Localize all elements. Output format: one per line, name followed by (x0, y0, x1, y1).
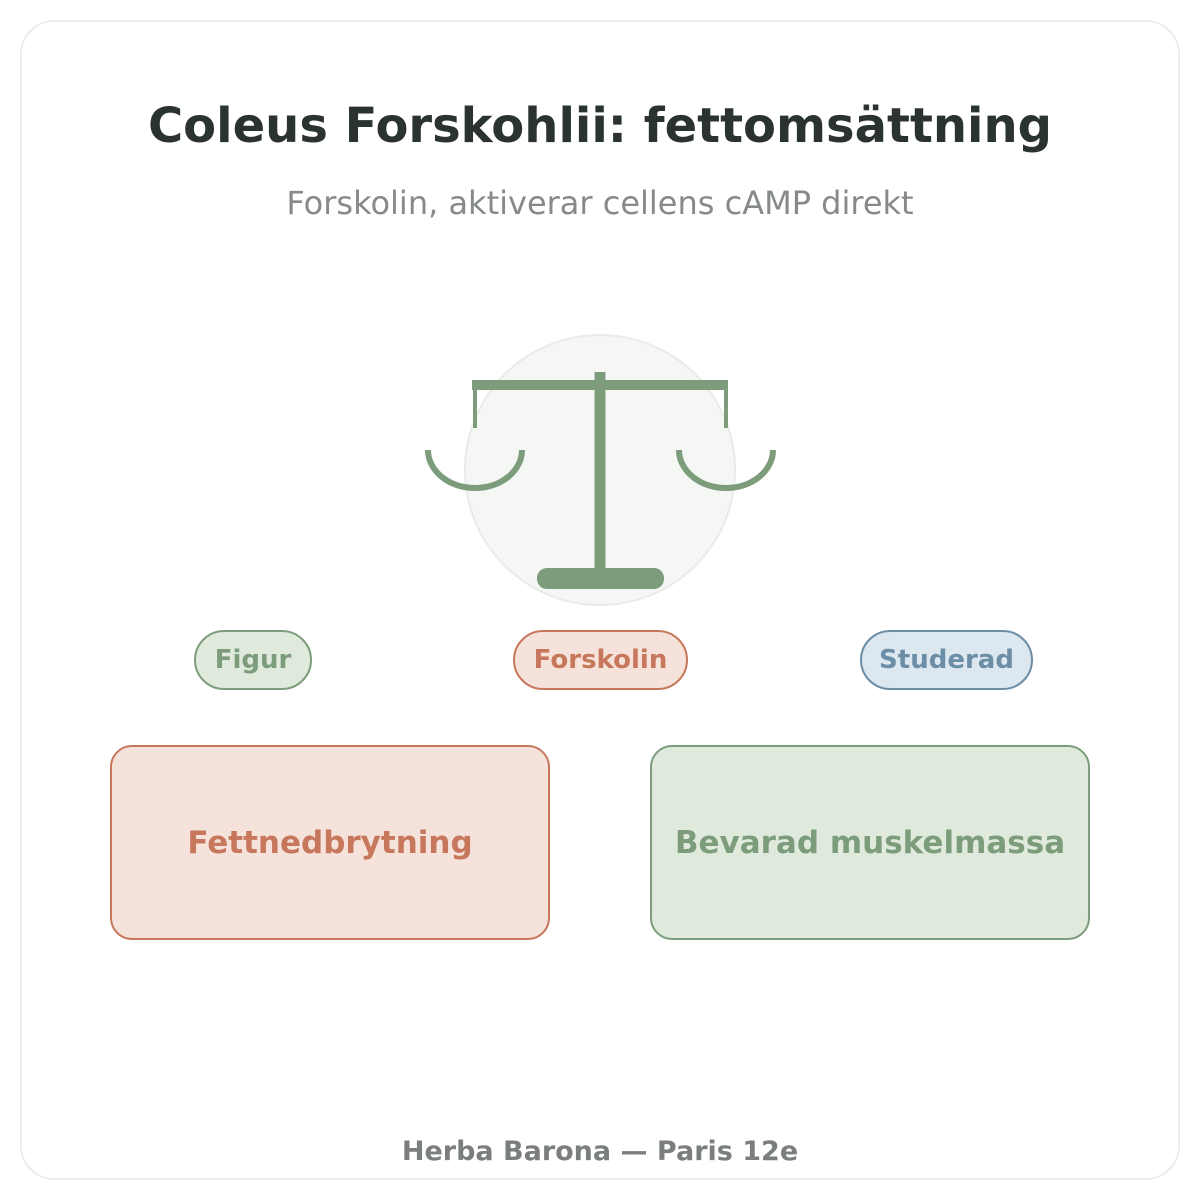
footer-brand: Herba Barona — Paris 12e (401, 1136, 799, 1167)
tag-studerad: Studerad (860, 630, 1033, 690)
benefit-box-fat-breakdown: Fettnedbrytning (110, 745, 550, 940)
page-subtitle: Forskolin, aktiverar cellens cAMP direkt (286, 184, 914, 222)
page-title: Coleus Forskohlii: fettomsättning (147, 98, 1053, 154)
scale-base (537, 568, 664, 589)
tag-figur: Figur (194, 630, 312, 690)
benefit-box-muscle-mass: Bevarad muskelmassa (650, 745, 1090, 940)
balance-scale-icon (425, 334, 776, 606)
tag-forskolin: Forskolin (513, 630, 688, 690)
scale-left-pan (425, 449, 525, 491)
scale-right-pan (676, 449, 776, 491)
